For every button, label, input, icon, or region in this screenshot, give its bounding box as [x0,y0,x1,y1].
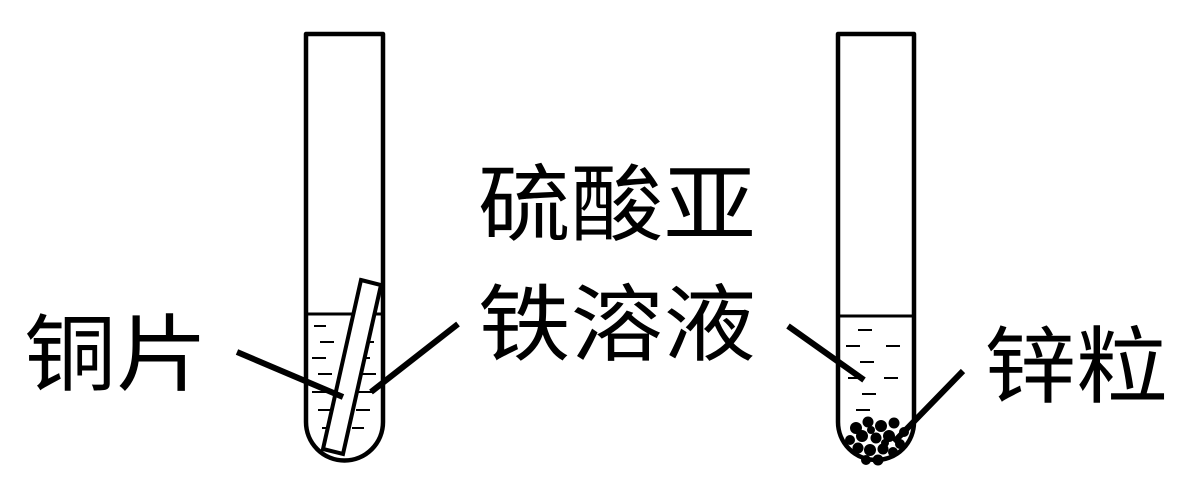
test-tube-right [835,31,917,466]
leader-zinc [891,368,966,445]
label-zinc-granules: 锌粒 [984,318,1168,416]
zinc-granules [845,416,909,466]
test-tube-right-outline [835,31,917,463]
label-solution-line2: 铁溶液 [478,276,756,374]
test-tube-left [303,31,386,463]
test-tube-left-outline [303,31,386,463]
label-copper-strip: 铜片 [24,306,208,404]
leader-lines [235,321,966,445]
label-solution-line1: 硫酸亚 [478,156,756,254]
leader-solution [369,321,460,395]
leader-solution-right [786,323,866,383]
leader-copper-strip [235,349,345,400]
